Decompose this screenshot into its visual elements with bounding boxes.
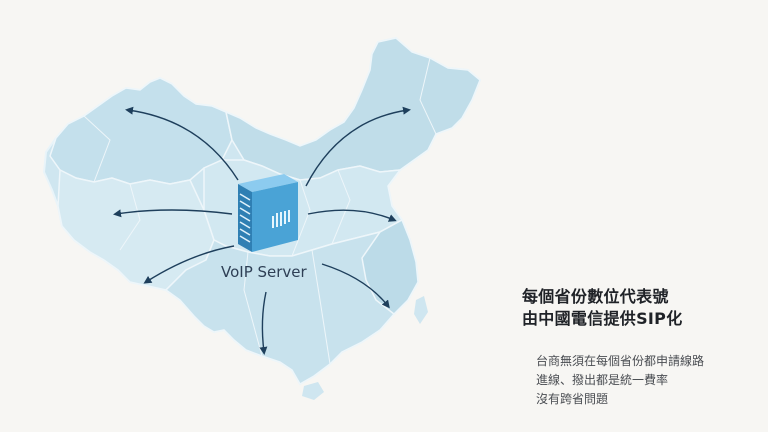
- description: 台商無須在每個省份都申請線路 進線、撥出都是統一費率 沒有跨省問題: [536, 352, 704, 409]
- server-side: [252, 182, 298, 252]
- server-label: VoIP Server: [221, 263, 308, 281]
- arrow-west: [113, 209, 233, 218]
- arrow-east: [307, 209, 397, 222]
- arrow-southeast: [321, 263, 390, 309]
- description-line-2: 進線、撥出都是統一費率: [536, 373, 669, 387]
- description-line-3: 沒有跨省問題: [536, 392, 609, 406]
- map-island-hainan: [302, 382, 324, 400]
- connection-arrows: [113, 106, 411, 355]
- map-island-taiwan: [414, 296, 428, 324]
- arrow-southwest: [143, 245, 235, 284]
- headline-line-1: 每個省份數位代表號: [522, 287, 669, 306]
- server-rack-icon: [238, 174, 298, 252]
- arrow-northeast: [305, 106, 411, 187]
- map-region-south: [164, 218, 419, 386]
- server-top: [238, 174, 298, 192]
- headline: 每個省份數位代表號 由中國電信提供SIP化: [522, 286, 683, 330]
- server-slots: [239, 193, 251, 243]
- map-region-east: [361, 218, 419, 315]
- arrow-northwest: [125, 106, 239, 181]
- headline-line-2: 由中國電信提供SIP化: [522, 309, 683, 328]
- arrow-south: [259, 291, 268, 355]
- description-line-1: 台商無須在每個省份都申請線路: [536, 354, 705, 368]
- map-region-north: [224, 37, 481, 181]
- server-vents: [272, 210, 290, 228]
- map-lines: [83, 57, 437, 365]
